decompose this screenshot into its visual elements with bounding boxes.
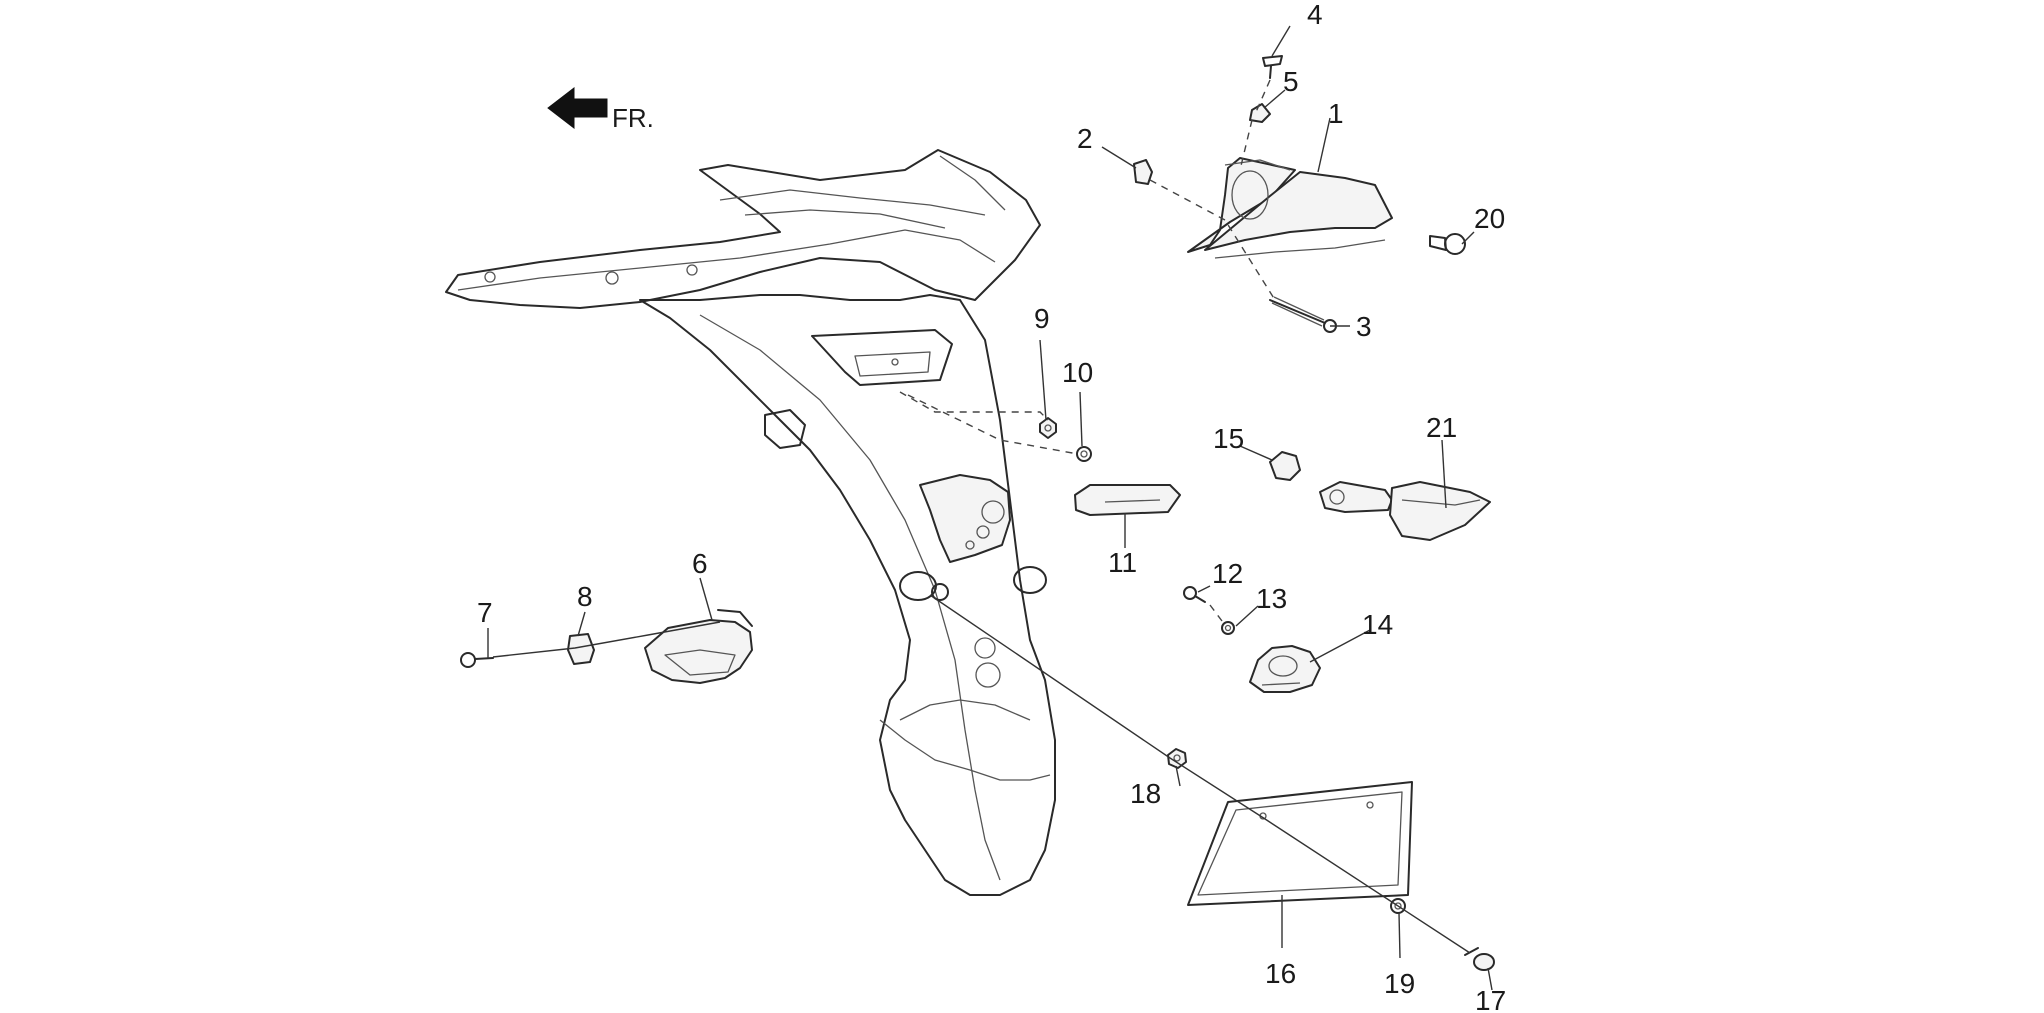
callout-12: 12: [1212, 558, 1243, 589]
part-10-washer: [1076, 446, 1092, 462]
callout-3: 3: [1356, 311, 1372, 342]
part-8-clip-nut: [567, 633, 595, 665]
part-3-long-screw: [1269, 296, 1337, 333]
callout-19: 19: [1384, 968, 1415, 999]
part-15-clip: [1269, 451, 1301, 481]
rear-fender-assembly: [445, 149, 1056, 896]
callout-7: 7: [477, 597, 493, 628]
callout-1: 1: [1328, 98, 1344, 129]
part-1-tail-light: [1187, 157, 1393, 259]
part-17-bolt: [1464, 947, 1495, 971]
part-2-clip-nut: [1133, 159, 1153, 185]
callout-20: 20: [1474, 203, 1505, 234]
front-direction-label: FR.: [612, 103, 654, 133]
part-19-washer: [1390, 898, 1406, 914]
part-4-screw: [1262, 55, 1283, 79]
callout-18: 18: [1130, 778, 1161, 809]
callout-9: 9: [1034, 303, 1050, 334]
part-20-bulb: [1429, 233, 1466, 255]
callout-5: 5: [1283, 66, 1299, 97]
callout-16: 16: [1265, 958, 1296, 989]
part-13-washer: [1221, 621, 1235, 635]
part-5-clip: [1249, 103, 1271, 123]
callout-11: 11: [1108, 547, 1137, 578]
callout-15: 15: [1213, 423, 1244, 454]
part-12-screw: [1183, 586, 1206, 603]
assembly-lines: [492, 79, 1471, 954]
callout-17: 17: [1475, 985, 1506, 1013]
part-14-reflector: [1249, 645, 1321, 693]
part-7-screw: [460, 652, 494, 668]
front-direction-indicator: FR.: [547, 86, 654, 133]
callout-10: 10: [1062, 357, 1093, 388]
part-11-license-light: [1074, 484, 1181, 516]
callout-2: 2: [1077, 123, 1093, 154]
front-arrow-icon: [547, 86, 608, 130]
callout-4: 4: [1307, 0, 1323, 30]
callout-13: 13: [1256, 583, 1287, 614]
part-18-nut: [1167, 748, 1187, 769]
callout-6: 6: [692, 548, 708, 579]
part-6-reflector: [644, 609, 753, 684]
callout-14: 14: [1362, 609, 1393, 640]
part-16-license-plate-frame: [1187, 781, 1413, 906]
callout-leaders: [487, 25, 1493, 991]
callout-21: 21: [1426, 412, 1457, 443]
callout-8: 8: [577, 581, 593, 612]
part-21-turn-signal: [1319, 481, 1491, 541]
callout-labels: 4 5 1 2 20 3 9 10 15 21 11 12 13 14 6 7 …: [477, 0, 1506, 1013]
part-9-nut: [1039, 417, 1057, 439]
